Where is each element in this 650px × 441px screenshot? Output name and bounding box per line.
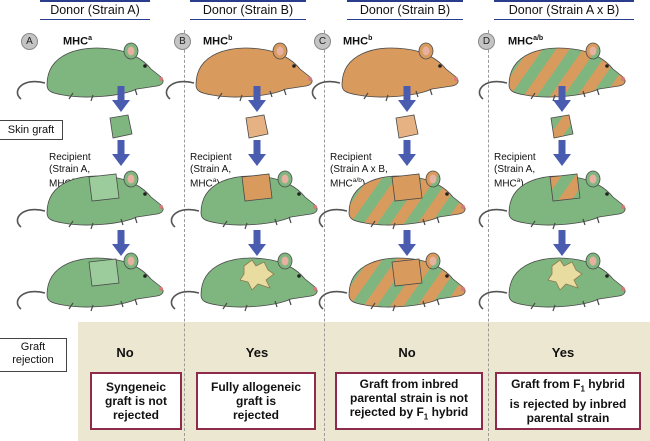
result-mouse-b	[170, 252, 318, 312]
panel-badge-c: C	[314, 33, 331, 50]
donor-mouse-c	[311, 42, 459, 102]
result-d: Yes	[551, 345, 575, 360]
mhc-label-d: MHCa/b	[508, 35, 544, 48]
result-c: No	[398, 345, 416, 360]
graft-rejection-label: Graft rejection	[0, 338, 67, 372]
donor-mouse-a	[16, 42, 164, 102]
panel-badge-a: A	[21, 33, 38, 50]
donor-header-a: Donor (Strain A)	[40, 0, 150, 20]
outcome-box-d: Graft from F1 hybrid is rejected by inbr…	[495, 372, 641, 430]
donor-mouse-d	[478, 42, 626, 102]
graft-diagram	[16, 42, 626, 312]
graft-site-c	[391, 173, 423, 202]
skin-graft-d	[550, 114, 574, 139]
graft-arrow	[553, 230, 571, 256]
column-divider	[488, 30, 489, 441]
skin-graft-b	[245, 114, 269, 139]
graft-site-d	[549, 173, 581, 202]
column-divider	[184, 30, 185, 441]
donor-header-c: Donor (Strain B)	[347, 0, 463, 20]
graft-arrow	[112, 230, 130, 256]
graft-arrow	[248, 140, 266, 166]
column-divider	[324, 30, 325, 441]
donor-header-d: Donor (Strain A x B)	[494, 0, 634, 20]
skin-graft-label: Skin graft	[0, 120, 63, 140]
graft-arrow	[398, 230, 416, 256]
skin-graft-a	[109, 114, 133, 139]
panel-badge-d: D	[478, 33, 495, 50]
graft-site-b	[241, 173, 273, 202]
panel-badge-b: B	[174, 33, 191, 50]
rejected-scar-d	[547, 259, 583, 291]
donor-mouse-b	[165, 42, 313, 102]
graft-arrow	[553, 140, 571, 166]
accepted-graft-c	[391, 258, 423, 287]
result-mouse-d	[478, 252, 626, 312]
recipient-label-d: Recipient(Strain A, MHCa)	[494, 152, 536, 190]
graft-site-a	[88, 173, 120, 202]
accepted-graft-a	[88, 258, 120, 287]
rejected-scar-b	[239, 259, 275, 291]
recipient-label-c: Recipient(Strain A x B, MHCa/b)	[330, 152, 388, 190]
donor-header-b: Donor (Strain B)	[190, 0, 306, 20]
mhc-label-b: MHCb	[203, 35, 233, 48]
graft-arrow	[398, 140, 416, 166]
skin-graft-c	[395, 114, 419, 139]
mhc-label-c: MHCb	[343, 35, 373, 48]
graft-arrow	[112, 140, 130, 166]
result-a: No	[116, 345, 134, 360]
graft-arrow	[248, 230, 266, 256]
result-b: Yes	[245, 345, 269, 360]
mhc-label-a: MHCa	[63, 35, 92, 48]
